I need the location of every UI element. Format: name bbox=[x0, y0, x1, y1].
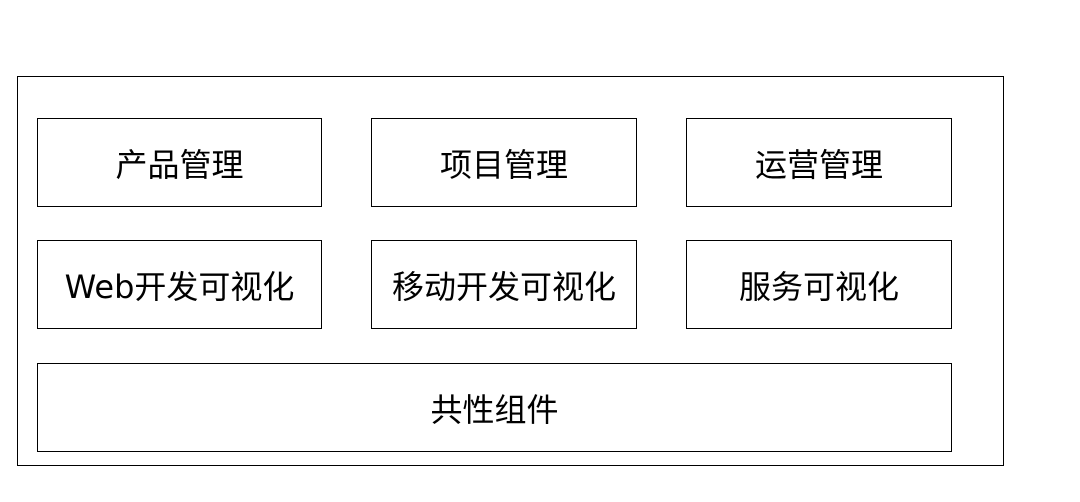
module-label: Web开发可视化 bbox=[64, 267, 295, 306]
module-operations-management: 运营管理 bbox=[686, 118, 952, 207]
module-label: 运营管理 bbox=[754, 145, 883, 184]
module-web-dev-visualization: Web开发可视化 bbox=[37, 240, 322, 329]
base-common-components: 共性组件 bbox=[37, 363, 952, 452]
architecture-container bbox=[17, 76, 1004, 466]
module-label: 移动开发可视化 bbox=[391, 267, 616, 306]
module-service-visualization: 服务可视化 bbox=[686, 240, 952, 329]
module-project-management: 项目管理 bbox=[371, 118, 637, 207]
module-label: 项目管理 bbox=[439, 145, 568, 184]
base-label: 共性组件 bbox=[430, 390, 559, 429]
module-mobile-dev-visualization: 移动开发可视化 bbox=[371, 240, 637, 329]
module-product-management: 产品管理 bbox=[37, 118, 322, 207]
module-label: 产品管理 bbox=[115, 145, 244, 184]
module-label: 服务可视化 bbox=[738, 267, 899, 306]
